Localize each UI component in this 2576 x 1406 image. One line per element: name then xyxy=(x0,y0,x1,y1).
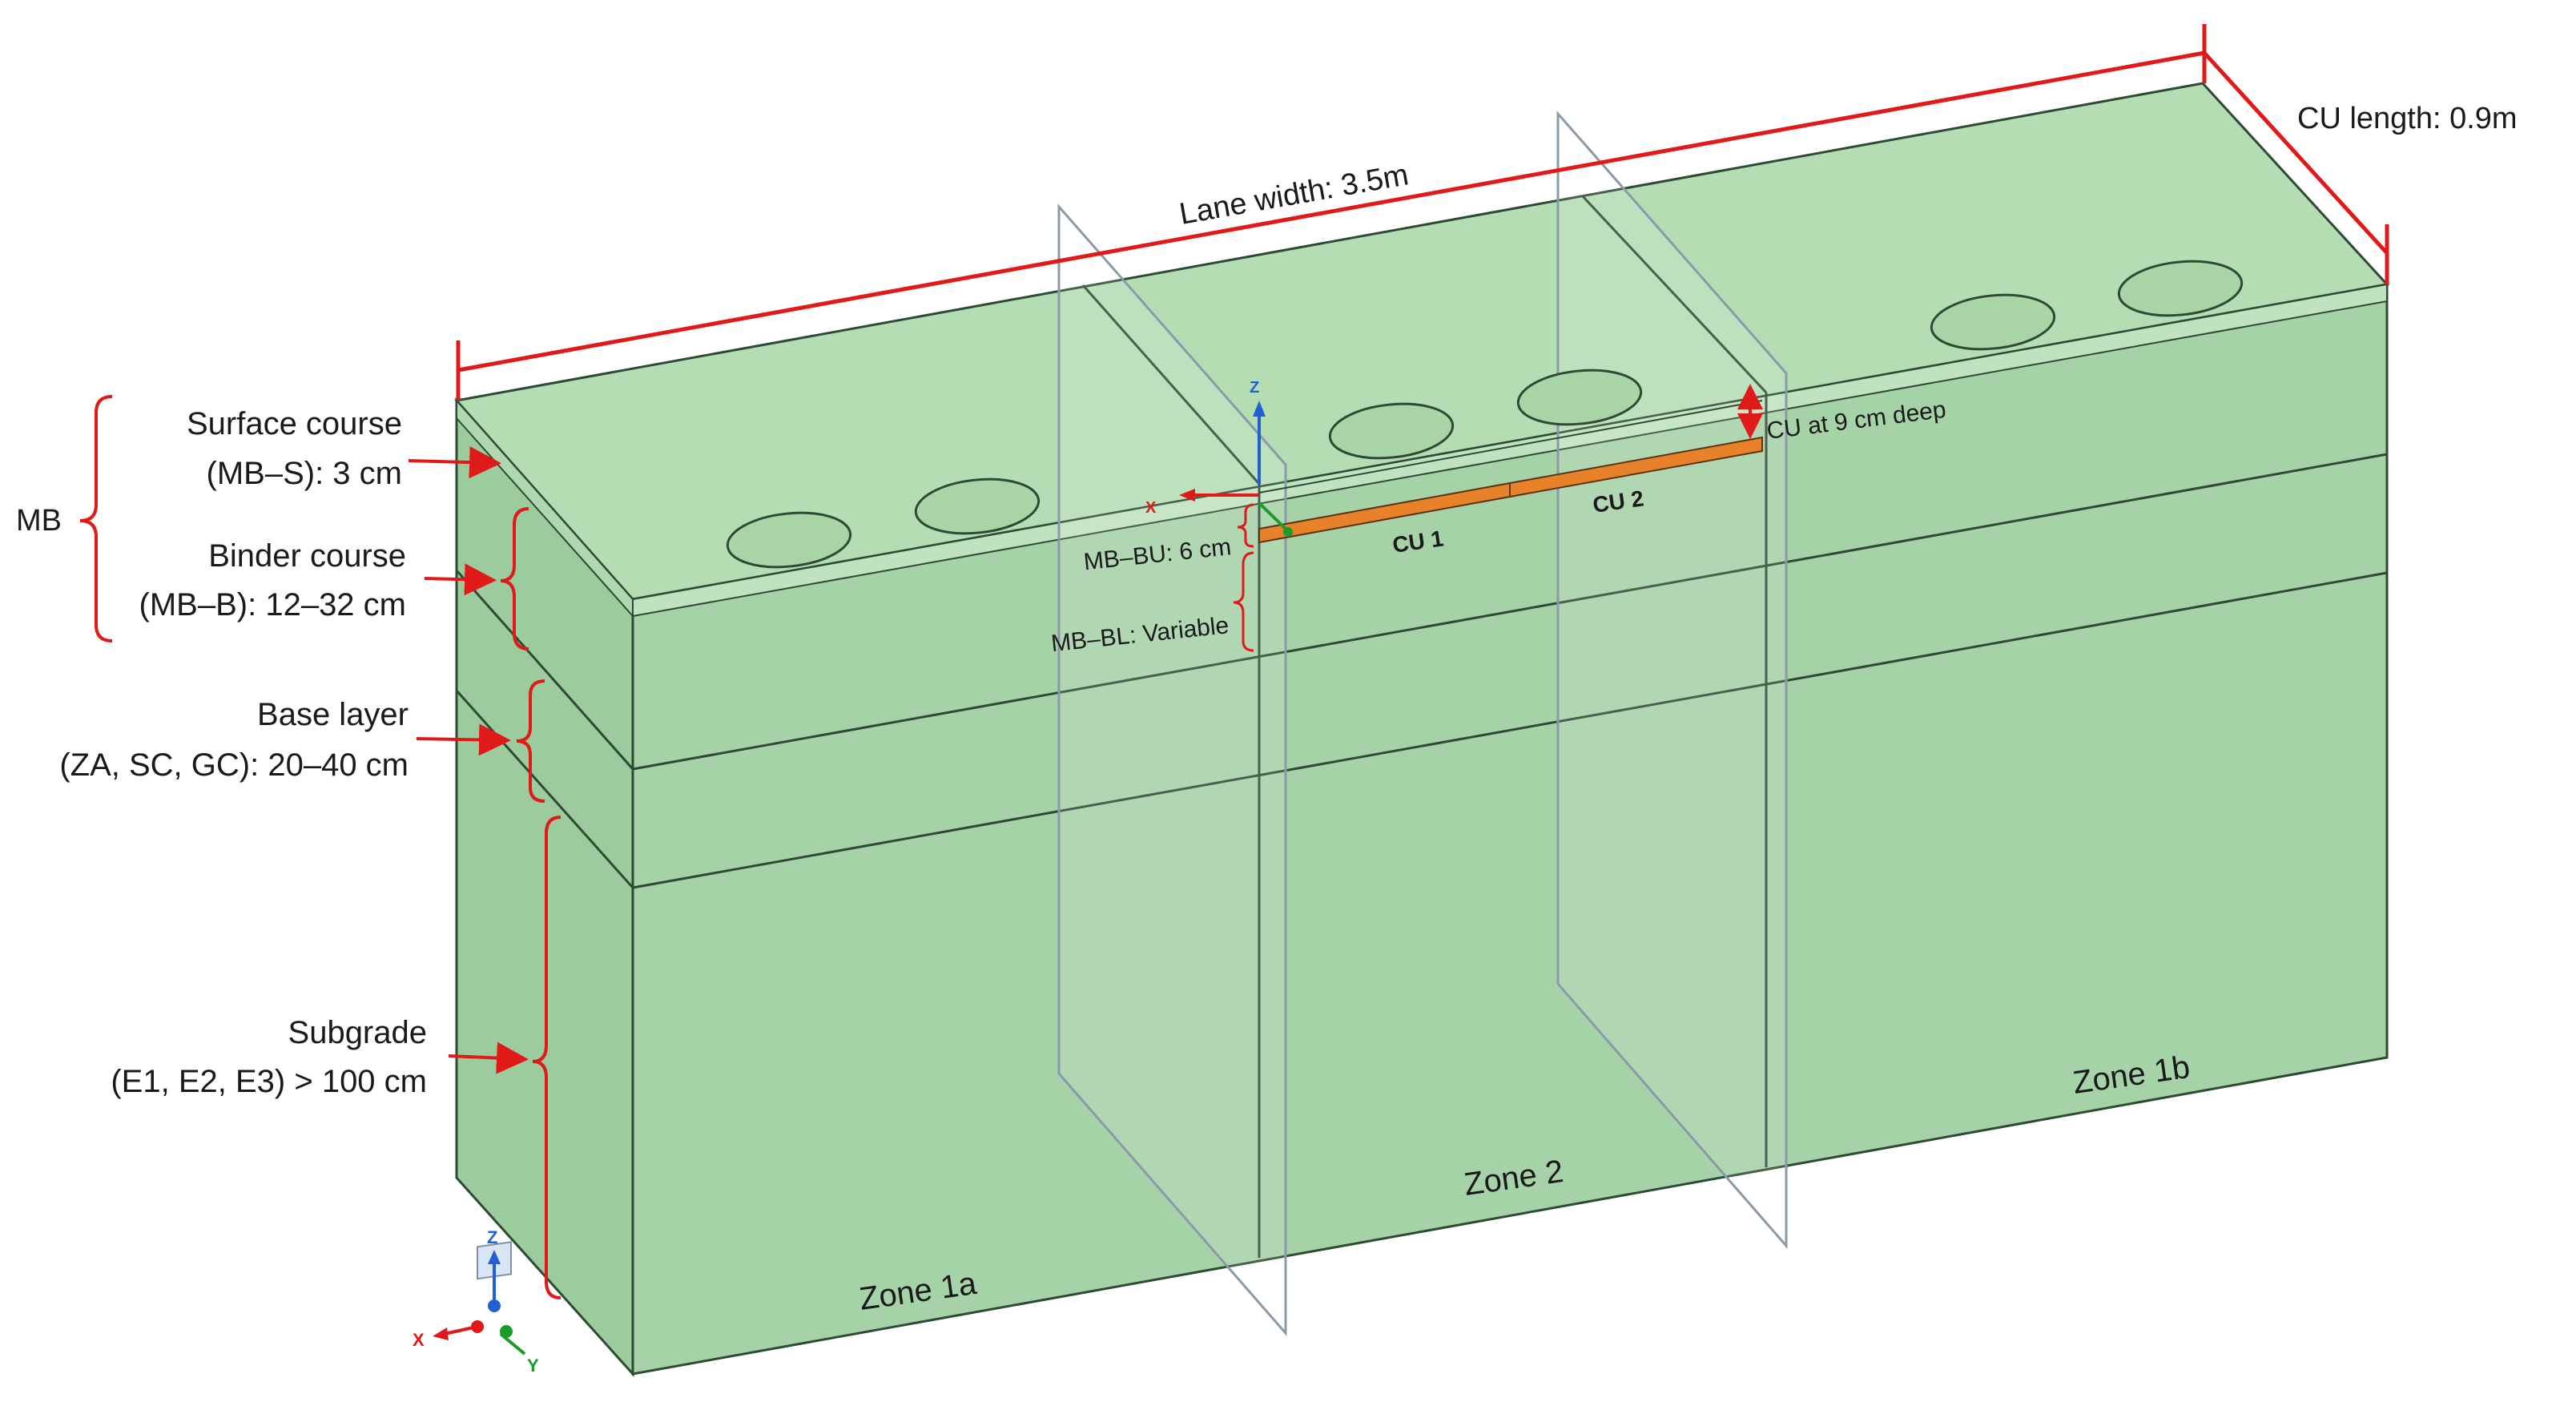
cu2-bar xyxy=(1509,436,1763,498)
section-axis-triad: Z X xyxy=(1145,379,1293,537)
load-plate xyxy=(1328,402,1455,460)
zone-dividers xyxy=(1081,194,1768,1258)
section-axis-x-label: X xyxy=(1145,499,1157,517)
subgrade-value: (E1, E2, E3) > 100 cm xyxy=(111,1064,427,1099)
x-arrow-icon xyxy=(433,1327,449,1340)
z-arrow-icon xyxy=(1253,401,1266,417)
section-axis-z-label: Z xyxy=(1250,379,1259,397)
base-layer-value: (ZA, SC, GC): 20–40 cm xyxy=(59,747,409,783)
load-plate xyxy=(726,511,852,569)
pointer-arrows xyxy=(408,446,529,1074)
x-axis-dot-icon xyxy=(471,1320,484,1333)
surface-course-label: Surface course xyxy=(187,406,402,441)
y-axis-dot-icon xyxy=(1283,527,1293,537)
global-axis-z-label: Z xyxy=(487,1227,497,1247)
lane-width-label: Lane width: 3.5m xyxy=(1177,158,1411,232)
surface-course-value: (MB–S): 3 cm xyxy=(207,456,402,491)
load-plate xyxy=(1516,369,1643,426)
load-plate xyxy=(1930,293,2056,351)
global-axis-triad: Z X Y xyxy=(413,1227,539,1376)
z-arrow-icon xyxy=(488,1250,501,1264)
section-planes xyxy=(1057,111,1788,1336)
cu-length-label: CU length: 0.9m xyxy=(2297,102,2518,135)
pavement-block xyxy=(454,82,2389,1377)
y-axis-dot-icon xyxy=(500,1325,513,1338)
layer-brackets xyxy=(79,395,1254,1299)
cross-section-detail xyxy=(1258,400,1763,544)
load-plate xyxy=(2117,260,2244,317)
x-arrow-icon xyxy=(1179,489,1195,502)
binder-course-value: (MB–B): 12–32 cm xyxy=(139,587,406,622)
dimension-annotations xyxy=(456,24,2389,439)
section-plane-left xyxy=(1057,203,1287,1336)
global-axis-x-label: X xyxy=(413,1330,425,1350)
z-axis-dot-icon xyxy=(488,1299,501,1312)
layer-boundaries xyxy=(455,453,2388,889)
base-layer-label: Base layer xyxy=(257,697,409,732)
global-axis-y-label: Y xyxy=(527,1356,539,1376)
binder-course-label: Binder course xyxy=(208,538,406,574)
subgrade-label: Subgrade xyxy=(288,1015,427,1050)
load-plate xyxy=(914,477,1040,535)
load-plates xyxy=(726,260,2244,569)
mb-label: MB xyxy=(16,504,62,538)
